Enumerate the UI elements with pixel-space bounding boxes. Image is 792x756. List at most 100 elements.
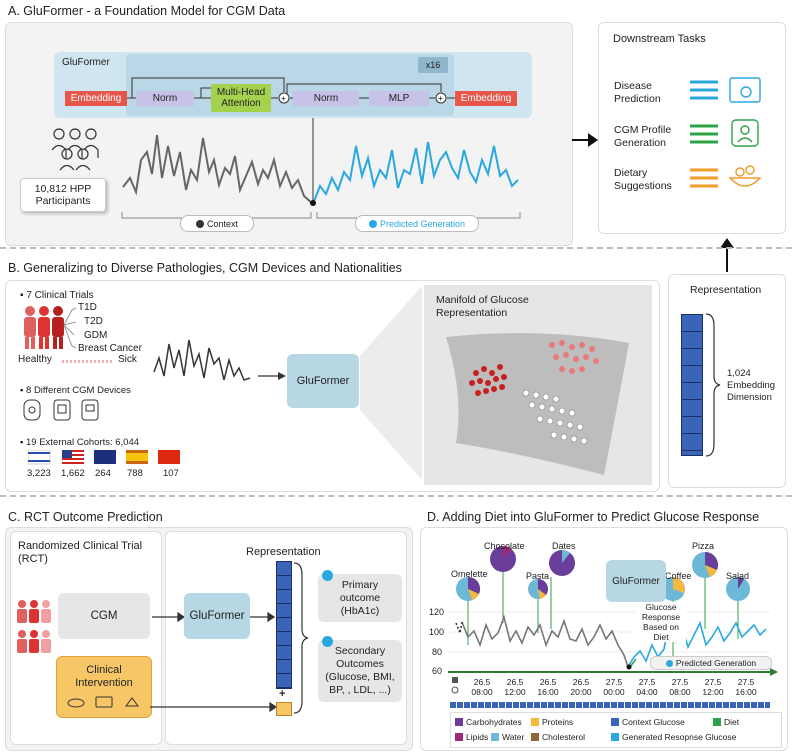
food-label-omelette: Omelette (451, 569, 488, 579)
food-label-coffee: Coffee (665, 571, 692, 581)
food-pies (456, 545, 750, 601)
participants-icon (51, 128, 99, 171)
x-tick-3: 26.5 16:00 (537, 677, 559, 697)
embedding-block-in: Embedding (65, 91, 127, 106)
devices-label: ▪ 8 Different CGM Devices (20, 385, 131, 396)
manifold-surface (446, 333, 629, 475)
food-label-chocolate: Chocolate (484, 541, 525, 551)
panel-c-brace (293, 562, 309, 714)
predicted-glucose-line (312, 141, 519, 205)
panel-b-dashed-border (0, 247, 792, 249)
panel-b-title: B. Generalizing to Diverse Pathologies, … (8, 261, 402, 275)
panel-b-gluformer-box: GluFormer (287, 354, 359, 408)
legend-item-generated-glucose: Generated Resopnse Glucose (611, 732, 736, 742)
trial-t1d: T1D (78, 302, 97, 313)
trials-tree (63, 307, 77, 349)
y-tick-60: 60 (432, 666, 443, 676)
downstream-icons (690, 77, 762, 188)
cohort-count-4: 788 (127, 468, 143, 479)
legend-item-carbohydrates: Carbohydrates (455, 717, 522, 727)
norm-block-2: Norm (293, 91, 359, 106)
legend-item-cholesterol: Cholesterol (531, 732, 585, 742)
food-label-pizza: Pizza (692, 541, 715, 551)
trial-breast-cancer: Breast Cancer (78, 343, 142, 354)
panel-c-embedding-vector (276, 561, 292, 689)
legend-item-lipids: Lipids (455, 732, 488, 742)
x-tick-6: 27.5 04:00 (636, 677, 658, 697)
x-tick-2: 26.5 12:00 (504, 677, 526, 697)
downstream-item-2: CGM Profile Generation (614, 124, 672, 149)
context-glucose-line (122, 134, 314, 205)
trials-people-icon (24, 306, 64, 349)
downstream-item-1: Disease Prediction (614, 80, 661, 105)
x-tick-5: 27.5 00:00 (603, 677, 625, 697)
manifold-funnel (360, 286, 422, 480)
embedding-brace (705, 313, 721, 457)
intervention-icons (67, 696, 139, 708)
healthy-label: Healthy (18, 354, 52, 365)
plus-sign: + (279, 688, 286, 700)
arrow-up-to-downstream (720, 238, 734, 272)
cohorts-label: ▪ 19 External Cohorts: 6,044 (20, 437, 140, 448)
legend: Carbohydrates Proteins Context Glucose D… (450, 712, 782, 748)
panel-c-gluformer-box: GluFormer (184, 593, 250, 639)
predicted-generation-label: Predicted Generation (355, 215, 479, 232)
cgm-devices-icons (23, 399, 99, 421)
y-tick-80: 80 (432, 647, 443, 657)
generated-glucose-line-d (627, 616, 767, 668)
legend-item-water: Water (491, 732, 524, 742)
panel-c-representation-label: Representation (246, 546, 321, 558)
food-label-pasta: Pasta (526, 571, 550, 581)
repeat-badge: x16 (418, 57, 448, 73)
food-label-salad: Salad (726, 571, 750, 581)
primary-outcome-icon (322, 570, 333, 581)
manifold-label: Manifold of Glucose Representation (436, 294, 529, 319)
panel-d-gluformer-box: GluFormer (606, 560, 666, 602)
predicted-icon (368, 219, 377, 228)
x-tick-8: 27.5 12:00 (702, 677, 724, 697)
trials-label: ▪ 7 Clinical Trials (20, 290, 94, 301)
norm-block-1: Norm (136, 91, 194, 106)
x-tick-9: 27.5 16:00 (735, 677, 757, 697)
intervention-box: Clinical Intervention (56, 656, 152, 718)
flag-australia-icon (94, 450, 116, 464)
attention-block: Multi-Head Attention (211, 84, 271, 112)
representation-title: Representation (690, 284, 762, 296)
color-strip-pattern (450, 702, 770, 708)
x-tick-4: 26.5 20:00 (570, 677, 592, 697)
cohort-count-2: 1,662 (61, 468, 85, 479)
panel-b-signal (153, 339, 286, 381)
arrow-to-downstream (572, 133, 598, 147)
embedding-block-out: Embedding (455, 91, 517, 106)
cohort-count-3: 264 (95, 468, 111, 479)
legend-item-diet: Diet (713, 717, 739, 727)
trial-t2d: T2D (84, 316, 103, 327)
panel-d-title: D. Adding Diet into GluFormer to Predict… (427, 510, 760, 524)
context-label: Context (180, 215, 254, 232)
participants-box: 10,812 HPP Participants (20, 178, 106, 212)
rct-people-icon (17, 600, 51, 653)
panel-c-title: C. RCT Outcome Prediction (8, 510, 163, 524)
downstream-panel (598, 22, 786, 234)
downstream-title: Downstream Tasks (613, 33, 706, 45)
intervention-embedding (276, 702, 292, 716)
primary-outcome-box: Primary outcome (HbA1c) (318, 570, 402, 622)
embedding-dim-label: 1,024 Embedding Dimension (727, 368, 776, 403)
embedding-vector (681, 314, 703, 456)
secondary-outcome-box: Secondary Outcomes (Glucose, BMI, BP, , … (318, 636, 402, 702)
rct-label: Randomized Clinical Trial (RCT) (18, 540, 143, 565)
panel-c-dashed-border (0, 495, 792, 497)
panel-a-diagram-lines: + + (121, 77, 521, 219)
y-tick-120: 120 (429, 607, 445, 617)
context-glucose-line-d (461, 614, 629, 668)
x-tick-1: 26.5 08:00 (471, 677, 493, 697)
cgm-box: CGM (58, 593, 150, 639)
country-flags (28, 450, 180, 465)
legend-item-context-glucose: Context Glucose (611, 717, 685, 727)
panel-a-title: A. GluFormer - a Foundation Model for CG… (8, 4, 286, 18)
predicted-icon-d (665, 659, 673, 667)
context-icon (195, 219, 204, 228)
flag-china-icon (158, 450, 180, 464)
sick-label: Sick (118, 354, 137, 365)
glucose-response-label: Glucose Response Based on Diet (636, 602, 686, 642)
